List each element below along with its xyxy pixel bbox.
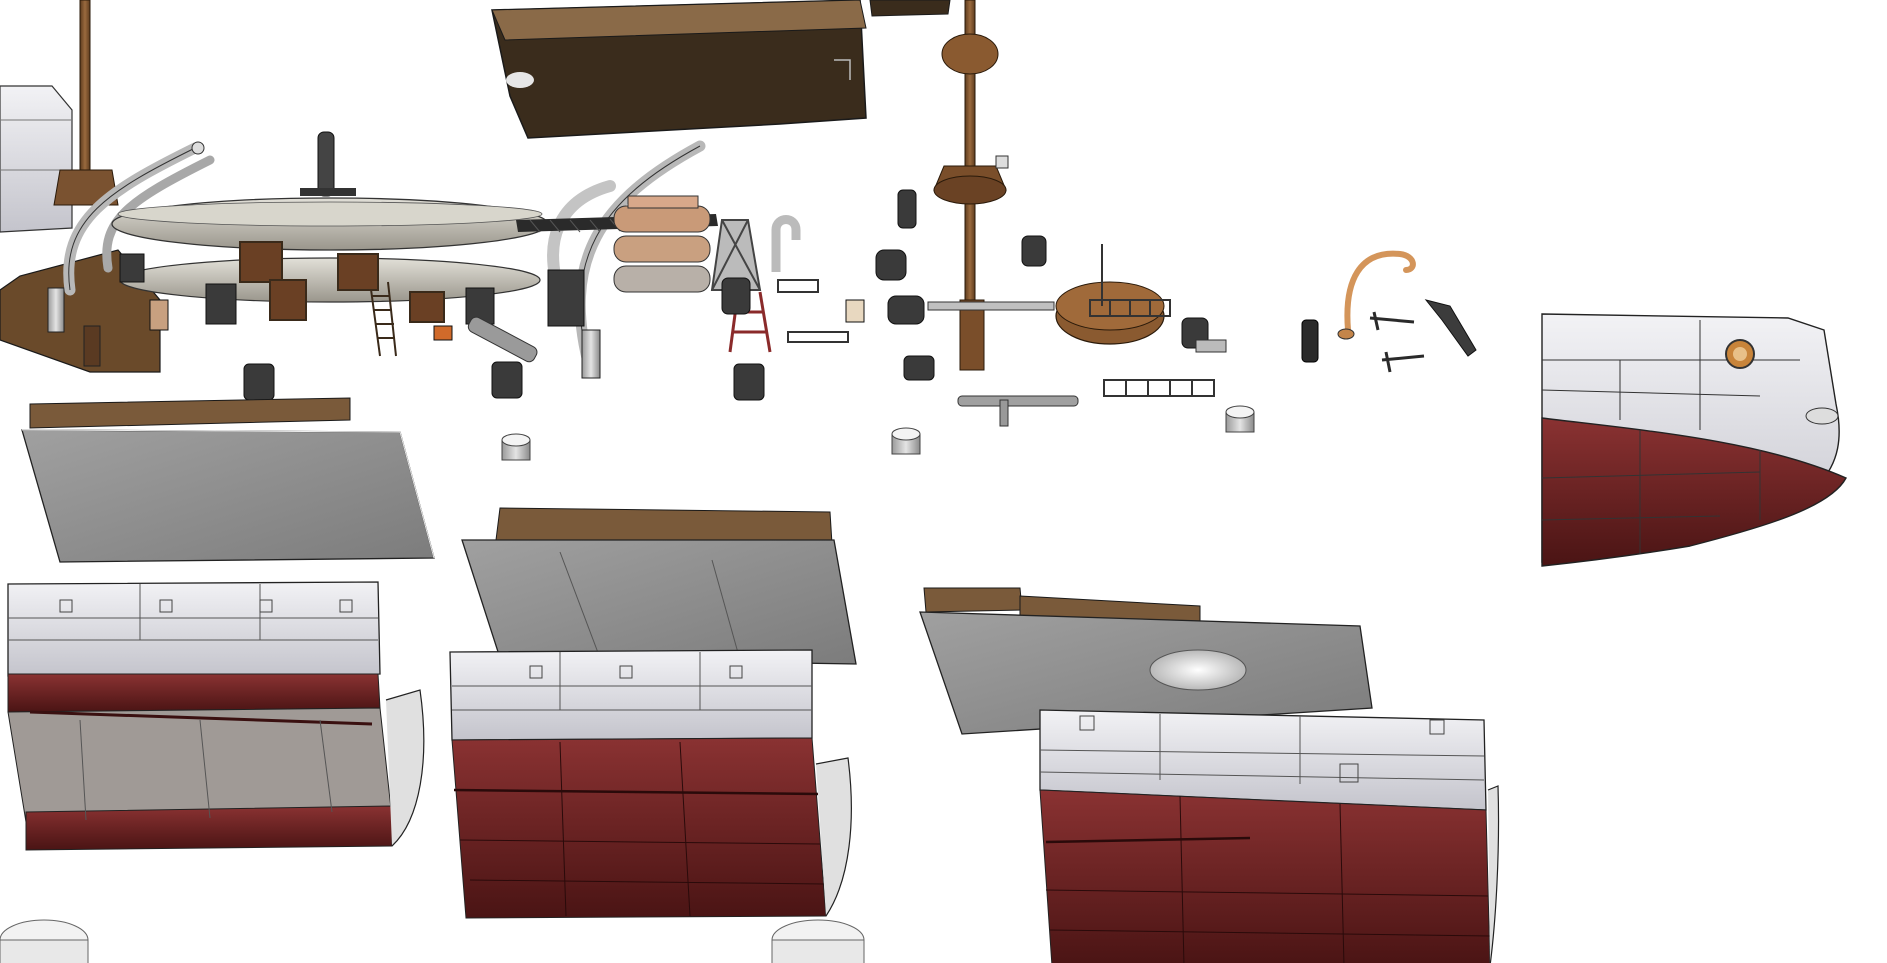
funnel-deck-plate[interactable]: [919, 587, 1373, 735]
crane-tower[interactable]: [710, 219, 762, 291]
small-fittings[interactable]: [845, 155, 1319, 381]
aft-mast[interactable]: [53, 0, 119, 206]
funnel-stack[interactable]: [300, 131, 356, 197]
bollard-2[interactable]: [891, 427, 921, 455]
davit-left[interactable]: [63, 141, 215, 296]
aft-hull-section[interactable]: [7, 581, 393, 851]
hull-frame-3[interactable]: [1487, 785, 1500, 963]
pipe-vent[interactable]: [771, 215, 801, 273]
gun-barrel[interactable]: [957, 395, 1079, 427]
superstructure-block[interactable]: [491, 0, 867, 139]
funnel-base-right[interactable]: [771, 919, 865, 963]
hull-frame-1[interactable]: [385, 689, 425, 847]
mast-yard[interactable]: [927, 301, 1055, 311]
davit-center[interactable]: [547, 140, 706, 379]
ventilator-left[interactable]: [243, 363, 275, 401]
lifeboat-upper[interactable]: [111, 197, 549, 251]
bollard-3[interactable]: [1225, 405, 1255, 433]
deck-ladders[interactable]: [239, 241, 445, 357]
railing-segment-1[interactable]: [777, 279, 849, 343]
aft-deck-plate[interactable]: [21, 397, 435, 563]
boilers[interactable]: [613, 195, 711, 293]
ventilator-center[interactable]: [491, 277, 765, 401]
anchor[interactable]: [1369, 311, 1425, 373]
anchor-davit[interactable]: [1424, 299, 1477, 357]
aft-deckhouse[interactable]: [0, 85, 73, 233]
bow-section[interactable]: [1541, 313, 1847, 567]
railing-segment-2[interactable]: [1089, 299, 1215, 397]
midship-deck-plate[interactable]: [461, 507, 857, 665]
bollard-1[interactable]: [501, 433, 531, 461]
gun-mount[interactable]: [466, 315, 539, 364]
funnel-base-left[interactable]: [0, 919, 89, 963]
top-deck-block-small[interactable]: [869, 0, 951, 17]
forward-hull-section[interactable]: [1039, 709, 1491, 963]
windlass[interactable]: [1181, 317, 1227, 353]
capstan-base[interactable]: [1055, 244, 1165, 345]
midship-hull-section[interactable]: [449, 649, 827, 919]
crane-hook[interactable]: [1337, 250, 1416, 340]
hull-frame-2[interactable]: [815, 757, 852, 917]
forward-mast[interactable]: [933, 0, 1007, 371]
